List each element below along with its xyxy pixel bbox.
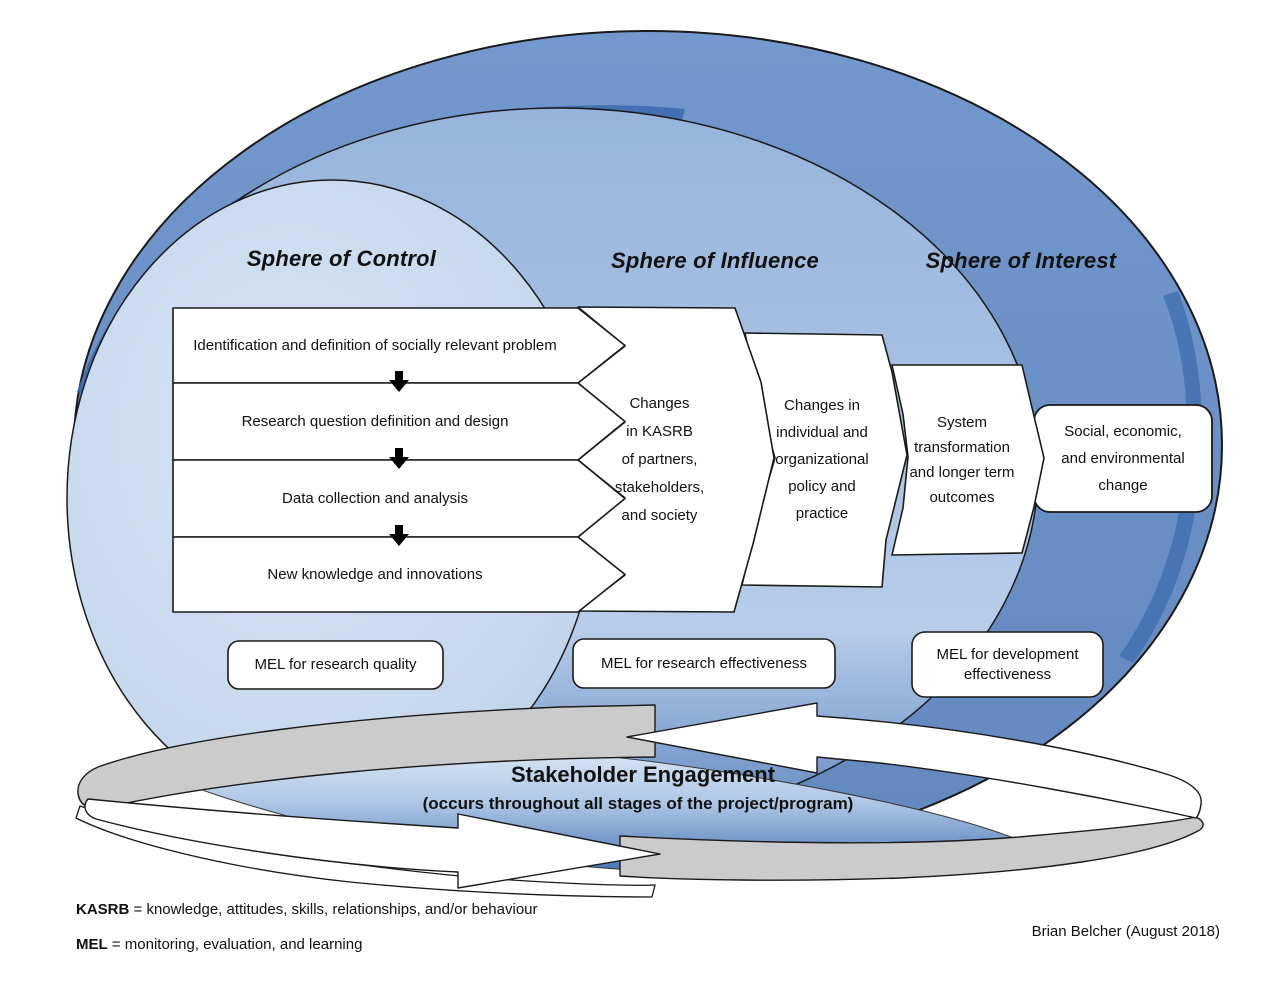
ring-gray-band-bottom (619, 816, 1204, 881)
mel-development-effectiveness-box (911, 631, 1104, 698)
step-label-new-knowledge: New knowledge and innovations (267, 566, 483, 583)
kasrb-line: and society (621, 507, 698, 524)
kasrb-line: stakeholders, (614, 479, 705, 496)
social-line: and environmental (1061, 450, 1185, 467)
step-box-4 (172, 536, 626, 613)
policy-line: Changes in (784, 396, 860, 414)
system-line: System (936, 414, 987, 431)
system-line: and longer term (909, 464, 1015, 481)
footnote-mel-term: MEL (76, 936, 108, 953)
ring-white-arrow-right-icon (84, 798, 661, 889)
kasrb-line: of partners, (621, 451, 698, 468)
policy-line: policy and (788, 477, 856, 495)
system-line: outcomes (929, 489, 995, 506)
kasrb-line: in KASRB (626, 423, 693, 440)
ring-gray-band-top (77, 704, 656, 810)
system-transformation-box (891, 364, 1045, 556)
down-arrow-icon (389, 371, 409, 392)
mel-research-effectiveness-label: MEL for research effectiveness (601, 654, 807, 672)
step-box-3 (172, 459, 626, 538)
policy-line: individual and (776, 423, 868, 441)
step-box-1 (172, 307, 626, 384)
system-line: transformation (914, 439, 1010, 456)
mel-research-quality-box (227, 640, 444, 690)
mel-research-effectiveness-box (572, 638, 836, 689)
ring-white-arrow-left-icon (626, 702, 1202, 819)
policy-line: practice (795, 504, 849, 522)
sphere-of-control-label: Sphere of Control (246, 246, 437, 271)
policy-line: organizational (775, 450, 869, 468)
system-transformation-text: System transformation and longer term ou… (893, 368, 1031, 552)
mel-development-effectiveness-label: MEL for development effectiveness (912, 632, 1103, 697)
step-box-2 (172, 382, 626, 461)
footnote-kasrb-term: KASRB (76, 901, 130, 918)
footnote-mel: MEL = monitoring, evaluation, and learni… (76, 936, 362, 953)
kasrb-change-text: Changes in KASRB of partners, stakeholde… (582, 332, 737, 588)
footnote-kasrb: KASRB = knowledge, attitudes, skills, re… (76, 901, 538, 918)
attribution-text: Brian Belcher (August 2018) (1031, 923, 1220, 940)
step-label-problem: Identification and definition of sociall… (193, 337, 557, 354)
down-arrow-icon (389, 525, 409, 546)
mel-dev-line: MEL for development (936, 645, 1079, 663)
social-line: Social, economic, (1064, 423, 1182, 440)
step-label-data-collection: Data collection and analysis (282, 490, 468, 507)
mel-research-quality-label: MEL for research quality (254, 656, 417, 673)
down-arrow-icon (389, 448, 409, 469)
sphere-of-interest-label: Sphere of Interest (925, 248, 1117, 273)
mel-dev-line: effectiveness (963, 665, 1052, 683)
stakeholder-engagement-title: Stakeholder Engagement (510, 762, 776, 787)
sphere-of-influence-label: Sphere of Influence (611, 248, 819, 273)
social-line: change (1098, 477, 1148, 494)
footnote-kasrb-definition: = knowledge, attitudes, skills, relation… (129, 901, 538, 918)
social-change-text: Social, economic, and environmental chan… (1041, 406, 1205, 511)
policy-change-text: Changes in individual and organizational… (752, 333, 892, 585)
stakeholder-engagement-subtitle: (occurs throughout all stages of the pro… (422, 794, 854, 813)
footnote-mel-definition: = monitoring, evaluation, and learning (107, 936, 363, 953)
kasrb-line: Changes (629, 395, 690, 412)
step-label-research-question: Research question definition and design (241, 413, 509, 430)
